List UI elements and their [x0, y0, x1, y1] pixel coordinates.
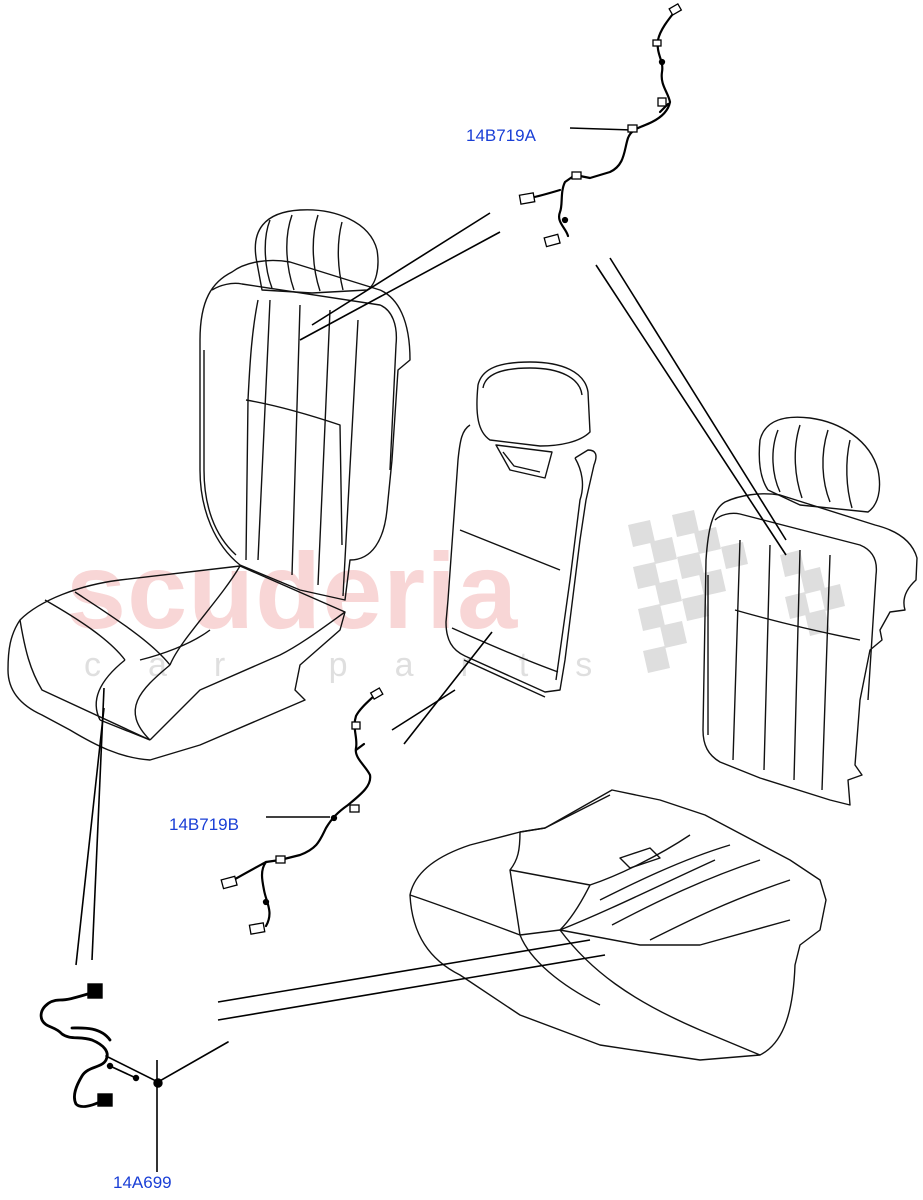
rear-seat-right-backrest — [702, 416, 918, 806]
harness-14a699-trunk[interactable] — [105, 1041, 229, 1083]
part-label-14b719b[interactable]: 14B719B — [169, 815, 239, 834]
harness-14b719b-connectors — [220, 687, 384, 935]
harness-14a699-connectors — [87, 983, 163, 1107]
part-label-14b719a[interactable]: 14B719A — [466, 126, 536, 145]
leader-lines — [75, 127, 787, 1172]
part-label-14a699[interactable]: 14A699 — [113, 1173, 172, 1192]
front-seat-left-cushion — [7, 565, 346, 761]
rear-seat-cushion — [409, 789, 827, 1061]
harness-14b719a-connectors — [518, 3, 683, 248]
watermark-brand: scuderia — [66, 530, 519, 651]
front-seat-left-backrest — [199, 209, 411, 601]
center-seat-backrest — [445, 361, 597, 698]
harness-14a699[interactable] — [39, 990, 112, 1108]
